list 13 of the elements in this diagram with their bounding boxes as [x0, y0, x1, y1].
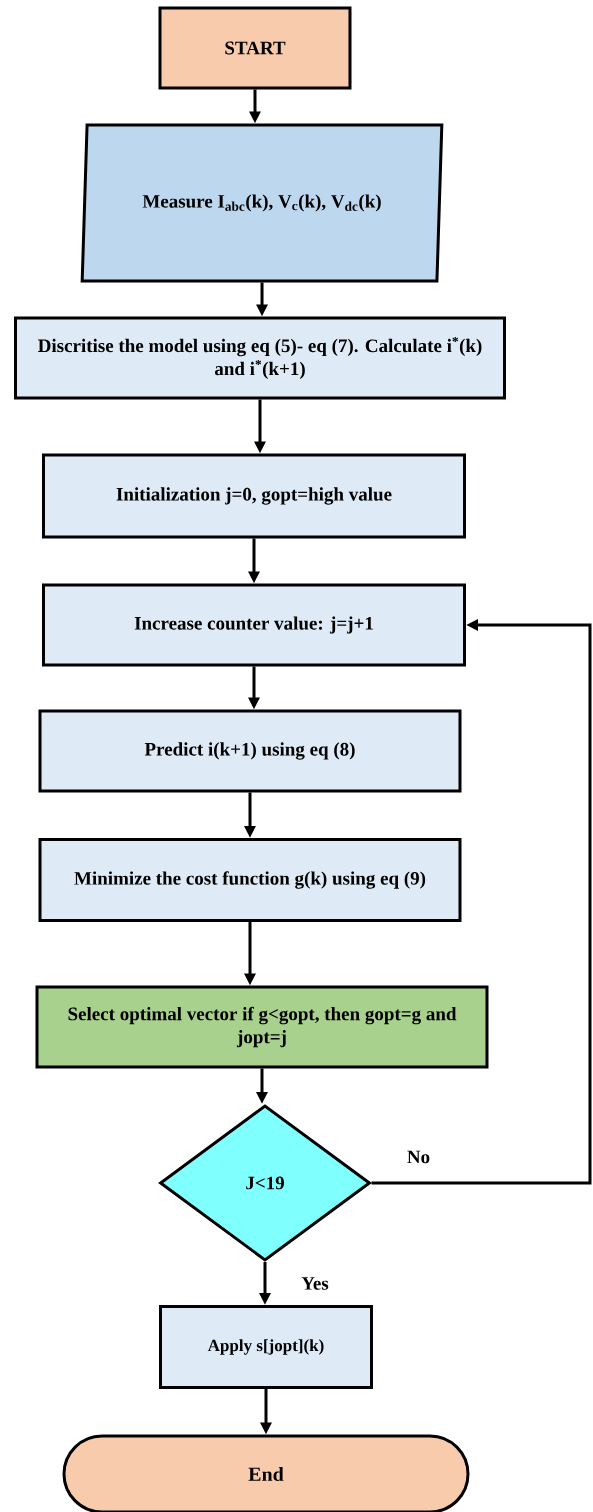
process-box: Predict i(k+1) using eq (8)	[38, 709, 462, 793]
edge-label: No	[407, 1150, 430, 1164]
process-box: Minimize the cost function g(k) using eq (9)	[38, 838, 462, 922]
process-box: Discritise the model using eq (5)- eq (7). Calculate i$^{*}$(k) and i$^{*}$(k+1)	[14, 316, 506, 400]
edge-label: Yes	[301, 1277, 329, 1290]
input-parallelogram: Measure I$_{abc}$(k), V$_{c}$(k), V$_{dc}$(k)	[80, 123, 444, 283]
process-box: Apply s[jopt](k)	[159, 1305, 373, 1389]
arrow	[371, 619, 592, 1185]
process-box: Initialization j=0, gopt=high value	[42, 453, 466, 539]
process-box: Increase counter value: j=j+1	[42, 583, 466, 667]
start-box: START	[158, 6, 352, 90]
process-box: Select optimal vector if g<gopt, then gopt=g and jopt=j	[35, 985, 489, 1069]
end-terminal: End	[62, 1434, 470, 1512]
